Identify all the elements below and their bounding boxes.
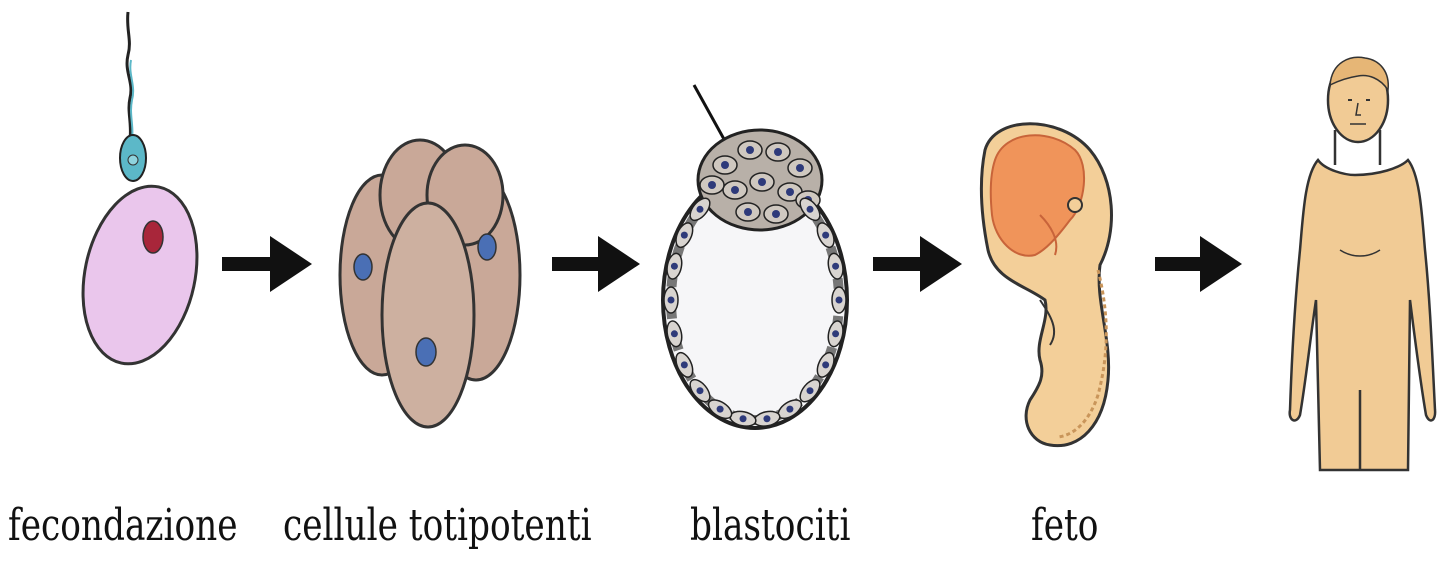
human-adult-icon (1290, 57, 1435, 470)
egg-cell (67, 176, 212, 375)
blastocyst-icon (663, 85, 847, 428)
cell-nucleus (836, 297, 843, 304)
cell-nucleus (681, 232, 688, 239)
arrow-right-icon (873, 236, 962, 292)
fertilized-egg-icon (67, 12, 212, 374)
cell-nucleus (681, 361, 688, 368)
arrow-right-icon (222, 236, 312, 292)
stage-label-cellule-totipotenti: cellule totipotenti (283, 500, 592, 551)
cell-nucleus (731, 186, 739, 194)
cell-nucleus (746, 146, 754, 154)
cell-nucleus (772, 210, 780, 218)
cell-nucleus (832, 263, 839, 270)
cell-nucleus (478, 234, 496, 260)
cell-nucleus (354, 254, 372, 280)
cell-nucleus (807, 206, 814, 213)
cell-nucleus (668, 297, 675, 304)
cell-nucleus (696, 387, 703, 394)
human-body (1290, 160, 1435, 470)
egg-nucleus (143, 221, 163, 253)
cell-nucleus (696, 206, 703, 213)
cell-nucleus (796, 164, 804, 172)
cell-nucleus (671, 263, 678, 270)
cell-nucleus (822, 232, 829, 239)
cell-nucleus (671, 330, 678, 337)
cell-nucleus (416, 338, 436, 366)
stage-label-fecondazione: fecondazione (8, 500, 238, 551)
cell-nucleus (708, 181, 716, 189)
fetus-icon (981, 124, 1111, 446)
cell-nucleus (832, 330, 839, 337)
cell-nucleus (786, 406, 793, 413)
cell-nucleus (822, 361, 829, 368)
cell-nucleus (717, 406, 724, 413)
cell-nucleus (786, 188, 794, 196)
stage-label-feto: feto (1031, 500, 1098, 551)
stage-label-blastociti: blastociti (690, 500, 850, 551)
arrow-right-icon (552, 236, 640, 292)
cell-nucleus (774, 148, 782, 156)
cell-nucleus (721, 161, 729, 169)
cell-nucleus (758, 178, 766, 186)
arrow-right-icon (1155, 236, 1242, 292)
totipotent-cells-icon (340, 140, 520, 427)
cell-nucleus (740, 415, 747, 422)
cell-nucleus (744, 208, 752, 216)
cell-nucleus (763, 415, 770, 422)
cell-nucleus (807, 387, 814, 394)
